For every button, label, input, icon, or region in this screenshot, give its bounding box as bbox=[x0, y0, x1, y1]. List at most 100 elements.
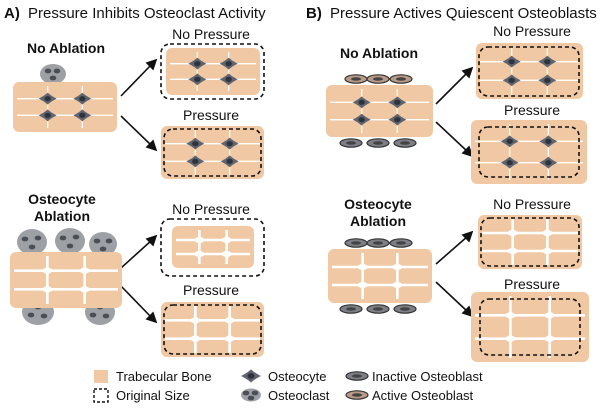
inactive-osteoblast bbox=[393, 304, 417, 314]
panel-a-bottom-no-pressure-label: No Pressure bbox=[172, 201, 250, 217]
panel-a-ablation-label-1: Osteocyte bbox=[28, 191, 96, 207]
legend-original-size-swatch bbox=[93, 388, 109, 403]
osteocyte-nucleus bbox=[506, 160, 513, 166]
osteocyte-nucleus bbox=[544, 77, 551, 83]
arrow-b-bottom-down-head bbox=[461, 305, 474, 318]
arrow-a-bottom-up-head bbox=[145, 234, 158, 247]
panel-b-bottom-source-bone bbox=[328, 249, 432, 303]
osteoblast-nucleus bbox=[400, 307, 410, 311]
inactive-osteoblast bbox=[339, 138, 363, 148]
osteoclast bbox=[17, 229, 47, 255]
panel-b-letter: B) bbox=[306, 5, 322, 22]
empty-lacuna bbox=[540, 229, 555, 237]
panel-b-no-ablation-label: No Ablation bbox=[340, 45, 418, 61]
osteocyte-nucleus bbox=[394, 99, 401, 105]
legend-trabecular-bone: Trabecular Bone bbox=[116, 369, 212, 384]
osteocyte-nucleus bbox=[508, 77, 515, 83]
panel-b-bottom-no-pressure-outline bbox=[480, 217, 580, 267]
osteocyte-nucleus bbox=[394, 117, 401, 123]
osteoblast-nucleus bbox=[351, 241, 361, 245]
osteoclast-body bbox=[17, 229, 47, 255]
panel-b-top-pressure-bone bbox=[471, 120, 587, 184]
empty-lacuna bbox=[188, 316, 203, 325]
inactive-osteoblast bbox=[339, 304, 363, 314]
panel-a-top-no-pressure-label: No Pressure bbox=[172, 26, 250, 42]
panel-b-bottom-pressure-bone bbox=[471, 292, 589, 362]
osteocyte-nucleus bbox=[545, 160, 552, 166]
osteocyte bbox=[388, 113, 407, 126]
panel-a-bottom-pressure-bone bbox=[161, 302, 264, 357]
legend-original-size: Original Size bbox=[116, 388, 190, 403]
bone-matrix bbox=[471, 120, 587, 184]
panel-b-top-pressure-outline bbox=[478, 126, 580, 178]
panel-a-bottom-source-bone bbox=[10, 252, 122, 308]
empty-lacuna bbox=[192, 250, 207, 258]
empty-lacuna bbox=[219, 250, 234, 258]
osteoclast-nucleus bbox=[49, 75, 57, 81]
empty-lacuna bbox=[355, 263, 370, 271]
osteocyte bbox=[220, 155, 239, 168]
panel-b-title-text: Pressure Actives Quiescent Osteoblasts bbox=[330, 5, 597, 22]
inactive-osteoblast bbox=[344, 238, 368, 248]
panel-b-top-no-pressure-outline bbox=[478, 46, 580, 97]
arrow-a-top-down-head bbox=[145, 139, 158, 152]
osteocyte-nucleus bbox=[358, 99, 365, 105]
osteoclast-nucleus bbox=[44, 68, 52, 74]
bone-matrix bbox=[13, 82, 117, 132]
osteocyte-nucleus bbox=[358, 117, 365, 123]
osteocyte-nucleus bbox=[79, 112, 86, 118]
legend-active-osteoblast-icon bbox=[345, 390, 369, 400]
osteocyte bbox=[219, 57, 238, 70]
inactive-osteoblast bbox=[366, 138, 390, 148]
bone-matrix bbox=[172, 226, 254, 268]
empty-lacuna bbox=[540, 247, 555, 255]
osteocyte bbox=[38, 109, 57, 122]
panel-a-top-source-bone bbox=[13, 82, 117, 132]
empty-lacuna bbox=[222, 316, 237, 325]
osteoclast-body bbox=[55, 228, 85, 254]
osteocyte bbox=[219, 73, 238, 86]
bone-matrix bbox=[161, 302, 264, 357]
osteoclast-nucleus bbox=[93, 238, 101, 244]
osteoclast bbox=[55, 228, 85, 254]
arrow-a-top-up bbox=[120, 63, 153, 97]
empty-lacuna bbox=[192, 236, 207, 244]
empty-lacuna bbox=[222, 334, 237, 343]
osteocyte bbox=[186, 155, 205, 168]
arrow-b-top-down-head bbox=[461, 145, 474, 158]
empty-lacuna bbox=[505, 229, 520, 237]
bone-matrix bbox=[326, 85, 433, 137]
empty-lacuna bbox=[188, 334, 203, 343]
inactive-osteoblast bbox=[393, 138, 417, 148]
osteoblast-nucleus bbox=[373, 241, 383, 245]
osteocyte-nucleus bbox=[192, 141, 199, 147]
arrow-a-top-up-head bbox=[145, 58, 158, 71]
osteocyte-nucleus bbox=[44, 96, 51, 102]
osteocyte bbox=[188, 73, 207, 86]
osteocyte bbox=[220, 137, 239, 150]
osteocyte-nucleus bbox=[225, 61, 232, 67]
inactive-osteoblast bbox=[345, 371, 369, 381]
osteoclast-nucleus bbox=[40, 313, 48, 319]
osteocyte bbox=[502, 74, 521, 87]
osteocyte-nucleus bbox=[194, 76, 201, 82]
active-osteoblast bbox=[344, 74, 368, 84]
legend-osteoclast: Osteoclast bbox=[268, 388, 330, 403]
osteoclast-body bbox=[40, 64, 66, 84]
panel-a-top-no-pressure-bone bbox=[166, 48, 260, 95]
arrow-b-bottom-down bbox=[435, 281, 469, 313]
osteocyte-nucleus bbox=[544, 59, 551, 65]
scene-layer bbox=[10, 43, 589, 362]
arrow-b-top-up-head bbox=[461, 66, 474, 79]
osteocyte-nucleus bbox=[506, 138, 513, 144]
osteoclast-nucleus bbox=[72, 234, 80, 240]
osteoclast-nucleus bbox=[242, 390, 250, 396]
legend-osteocyte: Osteocyte bbox=[268, 369, 327, 384]
osteoclast bbox=[89, 232, 117, 256]
legend-bone-swatch bbox=[94, 370, 108, 383]
osteocyte bbox=[539, 156, 558, 169]
arrow-a-bottom-down bbox=[120, 285, 153, 319]
arrow-b-bottom-up bbox=[435, 235, 469, 265]
